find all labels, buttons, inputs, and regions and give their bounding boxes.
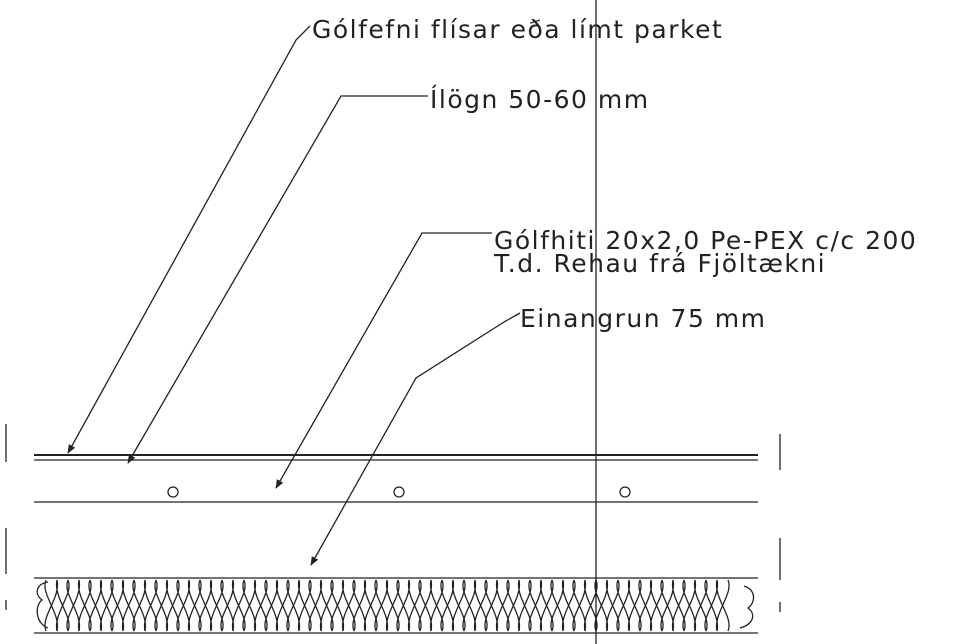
heating-pipe xyxy=(393,486,405,498)
insulation-loop xyxy=(44,579,730,632)
heating-pipe xyxy=(167,486,179,498)
leader-screed xyxy=(127,95,428,464)
floor-finish-layer xyxy=(34,454,758,461)
heating-pipe xyxy=(619,486,631,498)
label-heating-line2: T.d. Rehau frá Fjöltækni xyxy=(493,249,826,278)
leader-floor-finish xyxy=(67,25,311,454)
leader-insulation xyxy=(310,312,521,566)
leader-heating xyxy=(275,232,492,489)
label-insulation: Einangrun 75 mm xyxy=(520,304,767,333)
label-floor-finish: Gólfefni flísar eða límt parket xyxy=(312,15,723,44)
insulation-layer xyxy=(34,577,758,634)
label-screed: Ílögn 50-60 mm xyxy=(430,85,650,114)
insulation-pattern xyxy=(44,579,730,632)
heating-pipes xyxy=(167,486,631,498)
label-heating-line1: Gólfhiti 20x2,0 Pe-PEX c/c 200 xyxy=(494,226,917,255)
